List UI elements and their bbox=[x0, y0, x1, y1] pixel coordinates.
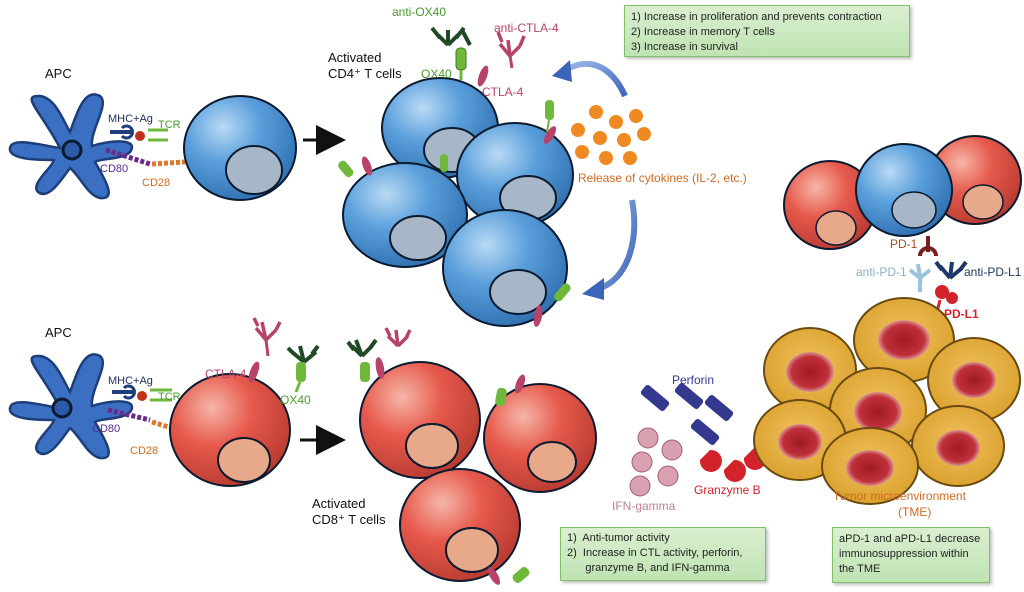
anti-ctla4-antibody-top bbox=[477, 31, 526, 87]
mhc-ag-top-label: MHC+Ag bbox=[108, 113, 153, 125]
apc-bottom-label: APC bbox=[45, 325, 72, 340]
cd28-bottom-label: CD28 bbox=[130, 445, 158, 457]
cd8-effect-2: 2) Increase in CTL activity, perforin, bbox=[567, 547, 743, 559]
granzyme-b-molecules bbox=[699, 447, 766, 482]
ctla4-ox40-bottom-receptors bbox=[248, 317, 320, 393]
cd4-effect-3: 3) Increase in survival bbox=[631, 41, 738, 53]
apc-top bbox=[8, 93, 134, 200]
cd4-effects-list: 1) Increase in proliferation and prevent… bbox=[631, 10, 903, 55]
cd4-effect-2: 2) Increase in memory T cells bbox=[631, 26, 775, 38]
naive-cd8-t-cell bbox=[169, 373, 291, 487]
activated-cd8-label-line2: CD8⁺ T cells bbox=[312, 512, 386, 527]
apc-bottom bbox=[8, 353, 134, 460]
ctla4-bottom-label: CTLA-4 bbox=[205, 367, 247, 381]
cd80-cd28-top bbox=[105, 147, 186, 167]
cd4-effect-1: 1) Increase in proliferation and prevent… bbox=[631, 11, 882, 23]
tumor-microenvironment bbox=[753, 297, 1021, 505]
anti-pd1-antibody bbox=[908, 263, 932, 292]
surface-receptors-cd4 bbox=[338, 100, 571, 327]
naive-cd4-t-cell bbox=[183, 95, 297, 201]
anti-ctla4-top-label: anti-CTLA-4 bbox=[494, 21, 559, 35]
anti-ox40-ctla4-on-cd8 bbox=[346, 327, 530, 585]
activated-cd8-cluster bbox=[359, 361, 597, 582]
mhc-ag-bottom-label: MHC+Ag bbox=[108, 375, 153, 387]
cd80-top-label: CD80 bbox=[100, 163, 128, 175]
tumor-interaction-cells bbox=[783, 135, 1022, 250]
activated-cd4-label-line2: CD4⁺ T cells bbox=[328, 66, 402, 81]
cd8-effect-3: granzyme B, and IFN-gamma bbox=[567, 562, 730, 574]
feedback-arrow-upper bbox=[552, 60, 628, 98]
cytokines-cluster bbox=[571, 105, 651, 165]
activated-cd8-label-line1: Activated bbox=[312, 496, 365, 511]
anti-pd1-label: anti-PD-1 bbox=[856, 265, 907, 279]
ctla4-top-label: CTLA-4 bbox=[482, 85, 524, 99]
perforin-label: Perforin bbox=[672, 373, 714, 387]
tme-effect-line-1: aPD-1 and aPD-L1 decrease bbox=[839, 533, 981, 545]
ox40-bottom-label: OX40 bbox=[280, 393, 311, 407]
cd80-bottom-label: CD80 bbox=[92, 423, 120, 435]
pd1-receptor bbox=[918, 236, 938, 257]
cd8-effect-1: 1) Anti-tumor activity bbox=[567, 532, 670, 544]
tme-effect-list: aPD-1 and aPD-L1 decrease immunosuppress… bbox=[839, 532, 983, 577]
mhc-tcr-complex-top bbox=[110, 124, 168, 142]
mhc-tcr-complex-bottom bbox=[112, 384, 172, 402]
perforin-molecules bbox=[640, 382, 734, 446]
cd4-effects-box: 1) Increase in proliferation and prevent… bbox=[624, 5, 910, 57]
anti-ox40-antibody-top bbox=[430, 26, 472, 80]
activated-cd4-label-line1: Activated bbox=[328, 50, 381, 65]
ifn-gamma-label: IFN-gamma bbox=[612, 499, 676, 513]
cytokine-release-label: Release of cytokines (IL-2, etc.) bbox=[578, 171, 747, 185]
ox40-top-label: OX40 bbox=[421, 67, 452, 81]
cd80-cd28-bottom bbox=[107, 407, 186, 435]
feedback-arrow-lower bbox=[582, 199, 638, 300]
tme-effect-box: aPD-1 and aPD-L1 decrease immunosuppress… bbox=[832, 527, 990, 583]
cd8-effects-list: 1) Anti-tumor activity 2) Increase in CT… bbox=[567, 531, 759, 576]
activated-cd4-cluster bbox=[342, 77, 574, 327]
tcr-top-label: TCR bbox=[158, 119, 181, 131]
pdl1-label: PD-L1 bbox=[944, 307, 979, 321]
cd28-top-label: CD28 bbox=[142, 177, 170, 189]
apc-top-label: APC bbox=[45, 66, 72, 81]
granzyme-b-label: Granzyme B bbox=[694, 483, 761, 497]
tme-label-line2: (TME) bbox=[898, 505, 931, 519]
anti-pdl1-antibody bbox=[934, 260, 968, 280]
anti-pdl1-label: anti-PD-L1 bbox=[964, 265, 1022, 279]
tme-effect-line-2: immunosuppression within bbox=[839, 548, 969, 560]
anti-ox40-top-label: anti-OX40 bbox=[392, 5, 446, 19]
tme-effect-line-3: the TME bbox=[839, 563, 881, 575]
tcr-bottom-label: TCR bbox=[158, 391, 181, 403]
tme-label-line1: Tumor microenvironment bbox=[833, 489, 967, 503]
cd8-effects-box: 1) Anti-tumor activity 2) Increase in CT… bbox=[560, 527, 766, 581]
ifn-gamma-molecules bbox=[629, 427, 683, 497]
pd1-label: PD-1 bbox=[890, 237, 918, 251]
